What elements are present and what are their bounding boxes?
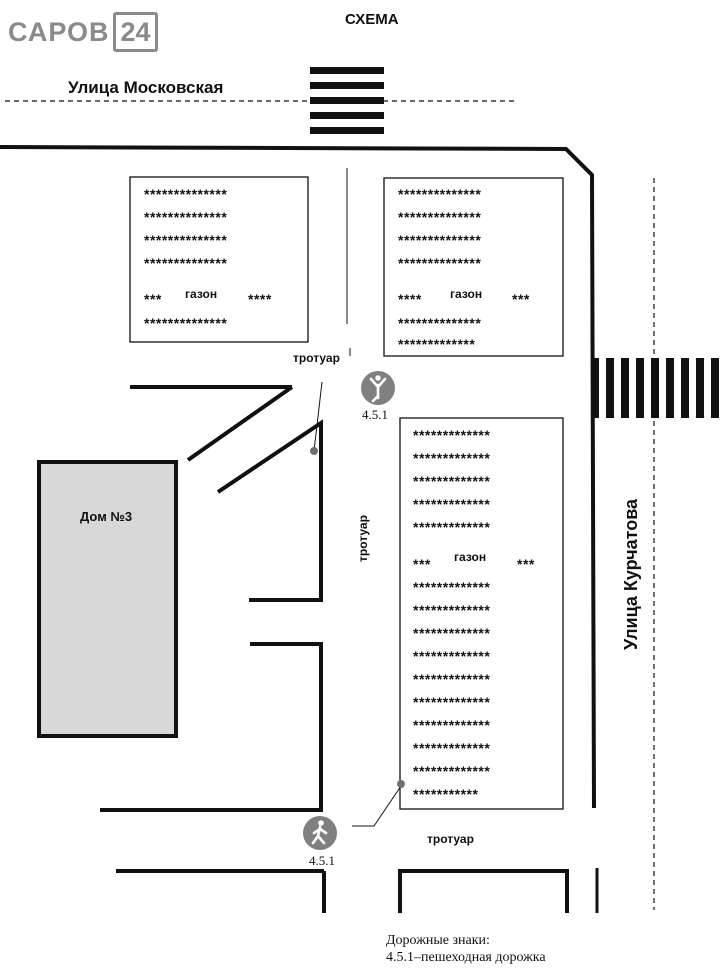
sarov24-logo: САРОВ 24 xyxy=(8,11,158,53)
lawn-right-long-row: ************* xyxy=(413,602,491,618)
crosswalk-moskovskaya xyxy=(310,67,384,134)
lawn-top-right-frame xyxy=(383,177,564,357)
legend-heading: Дорожные знаки: xyxy=(386,933,490,948)
lawn-label-top-right: газон xyxy=(450,287,483,301)
logo-number: 24 xyxy=(113,12,158,52)
street-label-kurchatova: Улица Курчатова xyxy=(621,498,641,650)
leader-lines xyxy=(313,381,402,827)
lawn-top-right-row: ************** xyxy=(398,209,482,225)
lawn-top-left-row: ************** xyxy=(144,315,228,331)
lawn-right-long-row: ************* xyxy=(413,625,491,641)
sidewalk-label-top: тротуар xyxy=(293,351,340,365)
sidewalk-label-bottom: тротуар xyxy=(427,832,474,846)
sign-code-upper: 4.5.1 xyxy=(362,407,388,422)
lawn-marker-dot xyxy=(397,780,405,788)
logo-word: САРОВ xyxy=(8,16,110,47)
lawn-top-right-row: ************* xyxy=(398,336,476,352)
pedestrian-sign-icon-lower xyxy=(303,816,337,850)
lawn-right-long-row: ************* xyxy=(413,450,491,466)
lawn-right-long-row: ************* xyxy=(413,579,491,595)
street-label-moskovskaya: Улица Московская xyxy=(68,78,224,97)
lawn-top-left-mid-right: **** xyxy=(248,291,272,307)
lawn-top-right-mid-right: *** xyxy=(512,291,530,307)
house-3 xyxy=(37,460,178,738)
lawn-right-long-row: ************* xyxy=(413,427,491,443)
lawn-top-right-row: ************** xyxy=(398,186,482,202)
legend-item: 4.5.1–пешеходная дорожка xyxy=(386,950,546,965)
lawn-right-long-row: *********** xyxy=(413,786,479,802)
lawn-right-long-row: ************* xyxy=(413,717,491,733)
lawn-top-left-row: ************** xyxy=(144,232,228,248)
lawn-top-right-row: ************** xyxy=(398,255,482,271)
lawn-right-long-row: ************* xyxy=(413,740,491,756)
house-3-label: Дом №3 xyxy=(80,509,133,524)
sidewalk-marker-dot xyxy=(310,447,318,455)
lawn-top-left-frame xyxy=(129,176,309,343)
lawn-label-top-left: газон xyxy=(185,287,218,301)
scheme-title: СХЕМА xyxy=(345,11,399,28)
lawn-top-right-row: ************** xyxy=(398,315,482,331)
lawn-top-right-row: ************** xyxy=(398,232,482,248)
lawn-right-long-mid-left: *** xyxy=(413,556,431,572)
lawn-right-long-row: ************* xyxy=(413,763,491,779)
lawn-right-long-row: ************* xyxy=(413,519,491,535)
lawn-right-long-mid-right: *** xyxy=(517,556,535,572)
lawn-right-long-row: ************* xyxy=(413,473,491,489)
lawn-right-long-row: ************* xyxy=(413,496,491,512)
lawn-right-long-frame xyxy=(399,417,564,810)
lawn-right-long-row: ************* xyxy=(413,694,491,710)
crosswalk-kurchatova xyxy=(591,358,719,418)
sidewalk-label-vertical: тротуар xyxy=(356,515,370,562)
lawn-right-long-row: ************* xyxy=(413,671,491,687)
lawn-top-left-mid-left: *** xyxy=(144,291,162,307)
lawn-top-left-row: ************** xyxy=(144,186,228,202)
lawn-top-left-row: ************** xyxy=(144,209,228,225)
lawn-right-long-row: ************* xyxy=(413,648,491,664)
driveway-curbs xyxy=(100,385,569,913)
pedestrian-sign-icon-upper xyxy=(361,371,395,405)
sign-code-lower: 4.5.1 xyxy=(309,853,335,868)
lawn-top-left-row: ************** xyxy=(144,255,228,271)
lawn-top-right-mid-left: **** xyxy=(398,291,422,307)
lawn-label-right-long: газон xyxy=(454,550,487,564)
legend: Дорожные знаки: 4.5.1–пешеходная дорожка xyxy=(386,932,546,966)
main-curb xyxy=(0,145,596,809)
